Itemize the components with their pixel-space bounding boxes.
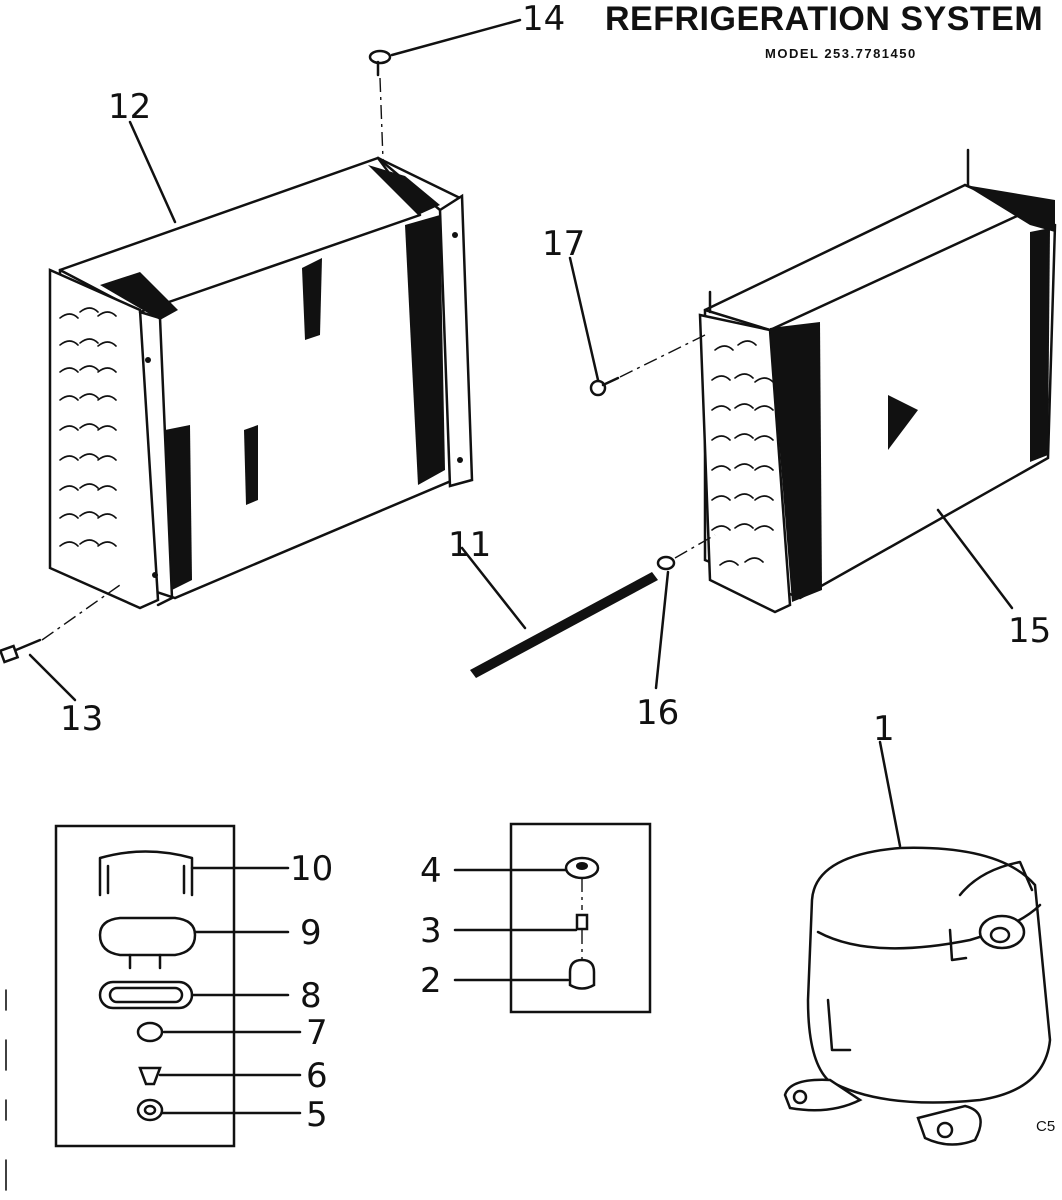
screw-13 bbox=[0, 584, 121, 664]
callout-14: 14 bbox=[522, 0, 565, 39]
callout-10: 10 bbox=[290, 849, 333, 889]
callout-17: 17 bbox=[542, 224, 585, 264]
grommet-16 bbox=[656, 534, 716, 571]
callout-8: 8 bbox=[300, 976, 322, 1016]
callout-13: 13 bbox=[60, 699, 103, 739]
callout-3: 3 bbox=[420, 911, 442, 951]
callout-labels: 14 12 17 11 15 13 16 1 10 9 8 7 6 5 4 3 … bbox=[60, 0, 1051, 1135]
leader-lines bbox=[28, 120, 1014, 848]
condenser-coil bbox=[48, 156, 474, 610]
compressor bbox=[783, 846, 1052, 1146]
evaporator-coil bbox=[698, 148, 1057, 614]
callout-15: 15 bbox=[1008, 611, 1051, 651]
callout-1: 1 bbox=[873, 709, 895, 749]
valve-kit-panel bbox=[453, 822, 652, 1014]
diagram-title: REFRIGERATION SYSTEM bbox=[605, 0, 1044, 38]
callout-9: 9 bbox=[300, 913, 322, 953]
model-number: MODEL 253.7781450 bbox=[765, 46, 917, 61]
callout-11: 11 bbox=[448, 525, 491, 565]
capillary-tube-11 bbox=[470, 572, 658, 678]
screw-17 bbox=[589, 334, 706, 397]
callout-5: 5 bbox=[306, 1095, 328, 1135]
screw-14 bbox=[368, 18, 522, 161]
callout-12: 12 bbox=[108, 87, 151, 127]
callout-6: 6 bbox=[306, 1056, 328, 1096]
callout-16: 16 bbox=[636, 693, 679, 733]
callout-7: 7 bbox=[306, 1013, 328, 1053]
callout-2: 2 bbox=[420, 961, 442, 1001]
page-code: C5 bbox=[1036, 1118, 1056, 1135]
callout-4: 4 bbox=[420, 851, 442, 891]
gasket-kit-panel bbox=[54, 824, 302, 1148]
